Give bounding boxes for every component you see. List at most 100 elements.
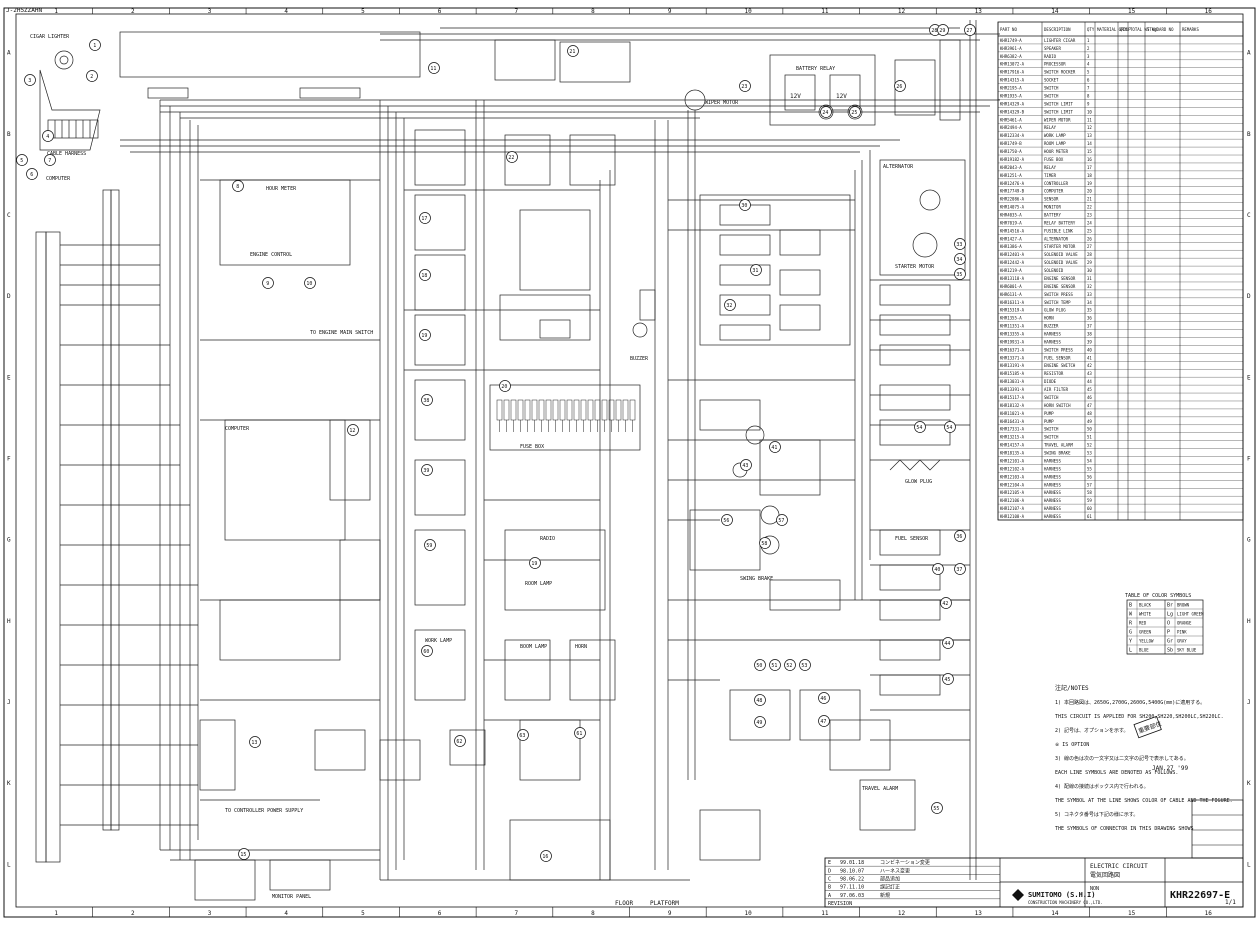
svg-text:BUZZER: BUZZER — [1044, 324, 1059, 329]
svg-text:KHR1749-A: KHR1749-A — [1000, 38, 1022, 43]
label-floor: FLOOR — [615, 900, 633, 907]
svg-text:KHR11021-A: KHR11021-A — [1000, 411, 1025, 416]
svg-text:RELAY BATTERY: RELAY BATTERY — [1044, 220, 1076, 225]
callout-59: 59 — [424, 539, 436, 551]
grid-row-label-right: L — [1247, 861, 1251, 868]
svg-text:COMPUTER: COMPUTER — [1044, 189, 1064, 194]
label-battery: 12V — [790, 93, 801, 100]
svg-text:34: 34 — [956, 257, 962, 263]
svg-text:HARNESS: HARNESS — [1044, 514, 1061, 519]
svg-text:KHR13031-A: KHR13031-A — [1000, 379, 1025, 384]
svg-text:62: 62 — [456, 739, 462, 745]
monitor-harness-block — [119, 31, 421, 78]
svg-text:Y: Y — [1129, 639, 1132, 645]
svg-text:KHR1355-A: KHR1355-A — [1000, 316, 1022, 321]
grid-row-label-right: B — [1247, 131, 1251, 138]
label-radio: RADIO — [540, 536, 555, 542]
label-hour-meter: HOUR METER — [266, 186, 297, 192]
battery-relay-box — [769, 54, 876, 126]
svg-text:25: 25 — [1087, 228, 1092, 233]
note-line: 4) 配線の接続はボックス内で行われる。 — [1055, 783, 1149, 790]
svg-text:59: 59 — [1087, 498, 1092, 503]
svg-text:HORN SWITCH: HORN SWITCH — [1044, 403, 1071, 408]
grid-col-label-bottom: 16 — [1205, 910, 1213, 917]
svg-text:KHR13355-A: KHR13355-A — [1000, 332, 1025, 337]
svg-text:54: 54 — [1087, 458, 1092, 463]
note-line: EACH LINE SYMBOLS ARE DENOTED AS FOLLOWS… — [1055, 770, 1178, 776]
grid-col-label-bottom: 14 — [1051, 910, 1059, 917]
grid-marks: 1122334455667788991010111112121313141415… — [7, 8, 1251, 917]
svg-text:18: 18 — [1087, 173, 1092, 178]
svg-text:PROCESSOR: PROCESSOR — [1044, 62, 1066, 67]
monitor-display — [269, 859, 331, 891]
label-glow-plug: GLOW PLUG — [905, 479, 932, 485]
svg-text:WIPER MOTOR: WIPER MOTOR — [1044, 117, 1071, 122]
svg-text:26: 26 — [1087, 236, 1092, 241]
parts-header-cell: DESCRIPTION — [1044, 27, 1071, 32]
callout-20: 20 — [499, 380, 511, 392]
label-sub-harness: CABLE HARNESS — [47, 151, 86, 157]
svg-text:Gr: Gr — [1167, 639, 1173, 645]
svg-text:HARNESS: HARNESS — [1044, 339, 1061, 344]
grid-col-label: 1 — [54, 8, 58, 15]
svg-text:43: 43 — [742, 463, 748, 469]
svg-text:29: 29 — [939, 28, 945, 34]
company-logo-icon — [1012, 889, 1024, 901]
svg-text:コンビネーション変更: コンビネーション変更 — [880, 859, 930, 866]
grid-col-label: 4 — [284, 8, 288, 15]
svg-text:50: 50 — [1087, 427, 1092, 432]
svg-text:47: 47 — [820, 719, 826, 725]
svg-text:39: 39 — [1087, 339, 1092, 344]
svg-text:L: L — [1129, 648, 1132, 654]
callout-17: 17 — [419, 212, 431, 224]
grid-col-label-bottom: 1 — [54, 910, 58, 917]
svg-text:52: 52 — [786, 663, 792, 669]
grid-col-label: 11 — [821, 8, 829, 15]
label-fuse-box: FUSE BOX — [520, 444, 544, 450]
callout-19: 19 — [419, 329, 431, 341]
svg-text:PINK: PINK — [1177, 630, 1187, 635]
grid-col-label-bottom: 13 — [975, 910, 983, 917]
callout-13: 13 — [249, 736, 261, 748]
callout-4: 4 — [42, 130, 54, 142]
svg-text:31: 31 — [1087, 276, 1092, 281]
callout-21: 21 — [567, 45, 579, 57]
svg-text:ENGINE SENSOR: ENGINE SENSOR — [1044, 284, 1076, 289]
wiring-layer — [35, 20, 1000, 901]
svg-text:KHR12108-A: KHR12108-A — [1000, 514, 1025, 519]
svg-text:HOUR METER: HOUR METER — [1044, 149, 1069, 154]
svg-text:16: 16 — [1087, 157, 1092, 162]
svg-text:17: 17 — [1087, 165, 1092, 170]
svg-text:KHR1219-A: KHR1219-A — [1000, 268, 1022, 273]
svg-text:KHR15117-A: KHR15117-A — [1000, 395, 1025, 400]
callout-12: 12 — [347, 424, 359, 436]
svg-text:15: 15 — [240, 852, 246, 858]
svg-text:11: 11 — [430, 66, 436, 72]
grid-row-label-right: G — [1247, 537, 1251, 544]
svg-text:TIMER: TIMER — [1044, 173, 1057, 178]
svg-text:97.11.10: 97.11.10 — [840, 885, 864, 891]
svg-text:Lg: Lg — [1167, 612, 1173, 618]
svg-text:40: 40 — [934, 567, 940, 573]
svg-text:28: 28 — [1087, 252, 1092, 257]
top-left-stamp: J-2H5ZZAHN — [6, 7, 43, 14]
left-terminal-strip-2 — [110, 189, 120, 831]
svg-text:13: 13 — [1087, 133, 1092, 138]
svg-text:KHR6131-A: KHR6131-A — [1000, 292, 1022, 297]
svg-text:KHR2195-A: KHR2195-A — [1000, 86, 1022, 91]
svg-text:13: 13 — [251, 740, 257, 746]
grid-col-label-bottom: 15 — [1128, 910, 1136, 917]
grid-col-label: 5 — [361, 8, 365, 15]
